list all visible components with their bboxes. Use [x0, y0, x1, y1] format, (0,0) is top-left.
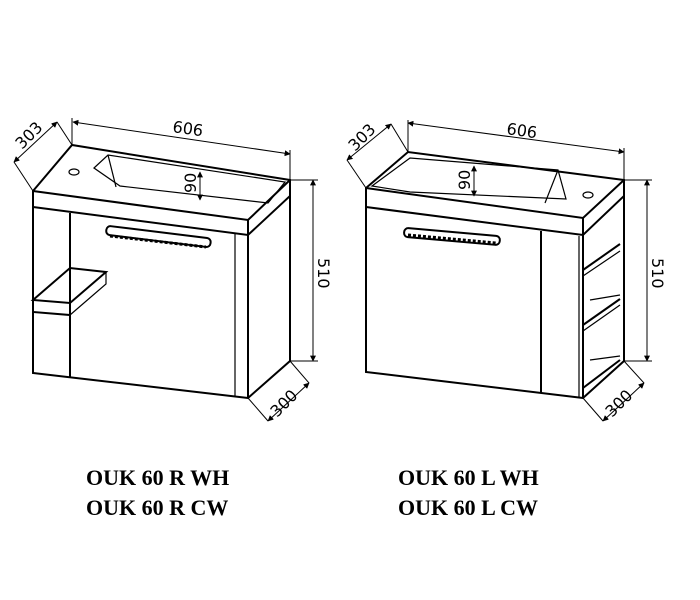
left-depth-label: 303 — [11, 118, 46, 153]
left-basin-top — [32, 143, 291, 237]
right-vanity-unit — [346, 120, 652, 422]
left-caption-line-2: OUK 60 R CW — [86, 495, 229, 520]
right-caption-line-1: OUK 60 L WH — [398, 465, 539, 490]
right-door-handle — [403, 227, 501, 246]
left-bowl-depth-label: 90 — [181, 173, 200, 193]
left-vanity-unit — [13, 118, 318, 422]
left-cabinet-depth-label: 300 — [266, 386, 301, 421]
left-cabinet-body — [32, 196, 291, 400]
right-cabinet-body — [365, 196, 625, 400]
left-side-shelf — [30, 266, 109, 317]
right-dimension-lines — [346, 120, 652, 422]
left-caption-line-1: OUK 60 R WH — [86, 465, 230, 490]
left-door-handle — [105, 225, 212, 248]
right-basin-top — [365, 150, 625, 237]
right-depth-label: 303 — [344, 120, 379, 155]
left-height-label: 510 — [314, 258, 333, 289]
right-height-label: 510 — [648, 258, 667, 289]
left-cabinet-door — [105, 225, 212, 249]
right-width-label: 606 — [505, 119, 538, 142]
right-bowl-depth-label: 90 — [455, 170, 474, 190]
left-width-label: 606 — [171, 117, 204, 140]
left-dimension-lines — [13, 118, 318, 422]
right-caption-line-2: OUK 60 L CW — [398, 495, 538, 520]
right-cabinet-door — [403, 227, 501, 246]
right-side-shelves — [582, 243, 621, 389]
right-cabinet-depth-label: 300 — [601, 386, 636, 421]
